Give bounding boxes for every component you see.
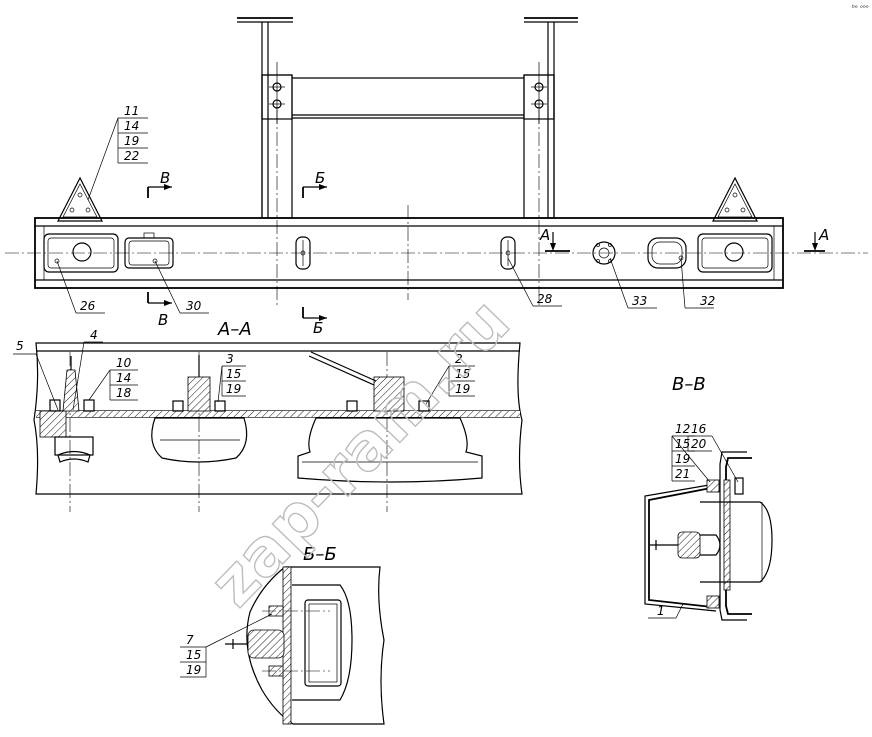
callout-3: 3 15 19	[217, 352, 246, 403]
callout-33-label: 33	[632, 294, 647, 308]
cut-letter-a-left: А	[539, 226, 550, 244]
callout-26: 26	[56, 260, 105, 314]
callout-4: 4	[72, 328, 103, 411]
callout-7: 7 15 19	[180, 613, 273, 678]
cut-mark-v-top: В	[147, 169, 172, 198]
cut-mark-a-right: А	[804, 226, 829, 252]
callout-10-n3: 18	[116, 386, 132, 400]
trailer-socket	[592, 241, 616, 265]
section-v-v-title: В–В	[672, 374, 706, 395]
callout-12-n3: 19	[675, 452, 690, 466]
section-b-b: Б–Б 7 15 19	[180, 544, 385, 725]
callout-32: 32	[680, 257, 715, 309]
left-reflector-triangle	[57, 176, 103, 222]
cut-mark-b-top: Б	[302, 169, 327, 198]
callout-5: 5	[13, 339, 59, 411]
callout-28-label: 28	[537, 292, 553, 306]
callout-30-label: 30	[186, 299, 202, 313]
callout-33: 33	[609, 257, 657, 309]
callout-7-n3: 19	[186, 663, 201, 677]
callout-11: 11 14 19 22	[87, 104, 148, 201]
callout-2-n3: 19	[455, 382, 470, 396]
callout-10-n2: 14	[116, 371, 131, 385]
callout-2-n1: 2	[455, 352, 463, 366]
callout-4-label: 4	[90, 328, 98, 342]
callout-3-n3: 19	[226, 382, 241, 396]
callout-11-n2: 14	[124, 119, 139, 133]
top-view: В В Б Б А А	[5, 17, 868, 337]
callout-26-label: 26	[80, 299, 96, 313]
callout-16-n1: 16	[691, 422, 707, 436]
cut-mark-b-bottom: Б	[302, 307, 327, 337]
callout-10-n1: 10	[116, 356, 132, 370]
section-v-v: В–В 12 15 19 21	[644, 374, 773, 621]
cut-letter-b-top: Б	[315, 169, 325, 187]
cut-letter-b-bottom: Б	[313, 319, 323, 337]
section-b-b-title: Б–Б	[303, 544, 337, 565]
callout-7-n2: 15	[186, 648, 201, 662]
callout-32-label: 32	[700, 294, 715, 308]
aa-center-lamp	[151, 355, 248, 463]
left-rear-lamp	[43, 233, 119, 273]
callout-2-n2: 15	[455, 367, 470, 381]
cut-letter-a-right: А	[818, 226, 829, 244]
license-plate-lamp	[124, 232, 174, 269]
right-rear-lamp	[697, 233, 773, 273]
cut-letter-v-bottom: В	[158, 311, 168, 329]
callout-10: 10 14 18	[88, 356, 138, 401]
callout-7-n1: 7	[186, 633, 194, 647]
marker-lamp-left	[295, 236, 311, 270]
callout-2: 2 15 19	[425, 352, 475, 405]
right-reflector-triangle	[712, 176, 758, 222]
callout-12-n2: 15	[675, 437, 690, 451]
callout-3-n1: 3	[226, 352, 234, 366]
callout-5-label: 5	[16, 339, 24, 353]
callout-16-n2: 20	[691, 437, 707, 451]
cut-mark-v-bottom: В	[147, 292, 172, 329]
section-a-a-title: А–А	[217, 319, 252, 340]
aa-right-lamp	[297, 351, 483, 483]
callout-1: 1	[648, 603, 684, 619]
callout-16: 16 20	[687, 422, 739, 483]
cut-mark-a-left: А	[539, 226, 570, 252]
callout-12-n1: 12	[675, 422, 690, 436]
callout-12: 12 15 19 21	[671, 422, 711, 483]
section-a-a: А–А	[13, 319, 523, 512]
callout-12-n4: 21	[675, 467, 690, 481]
callout-1-label: 1	[657, 604, 665, 618]
callout-30: 30	[154, 260, 209, 314]
left-bracket	[237, 17, 293, 219]
callout-11-n3: 19	[124, 134, 139, 148]
cut-letter-v-top: В	[160, 169, 170, 187]
right-bracket	[523, 17, 578, 219]
corner-mark: ᵇᵉ ᵒᵒᵒ	[852, 4, 869, 12]
aa-left-lamp	[39, 356, 95, 463]
callout-11-n4: 22	[124, 149, 139, 163]
callout-3-n2: 15	[226, 367, 241, 381]
callout-11-n1: 11	[124, 104, 139, 118]
callout-28: 28	[507, 257, 562, 307]
marker-lamp-right	[500, 236, 516, 270]
